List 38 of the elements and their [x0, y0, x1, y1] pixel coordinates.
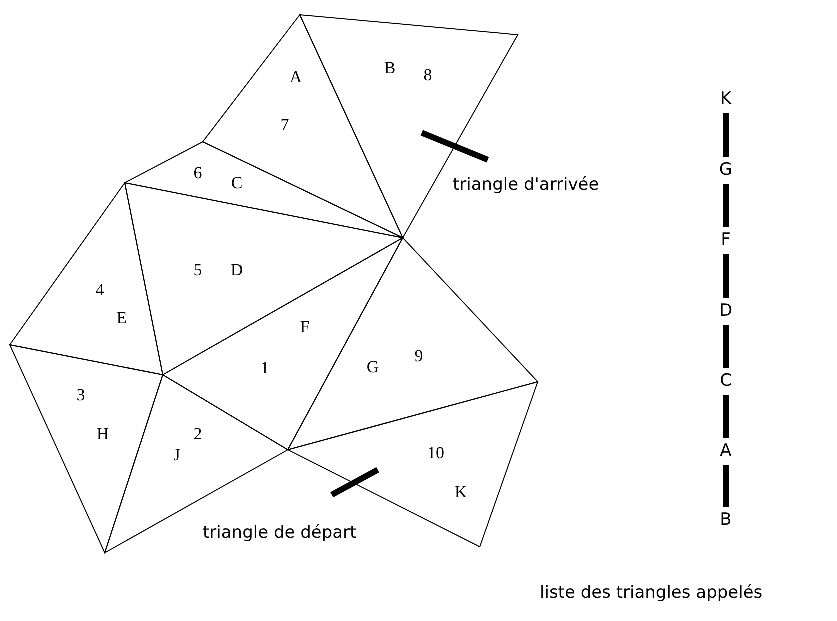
- triangle-label: H: [96, 426, 110, 442]
- triangle-label: 7: [280, 116, 290, 134]
- triangle-label: B: [384, 60, 396, 76]
- triangle-label: 3: [76, 386, 86, 404]
- triangle-label: J: [174, 446, 180, 464]
- triangle-label: 4: [96, 282, 104, 298]
- connector-bar: [723, 395, 729, 438]
- triangle-label: D: [230, 262, 244, 278]
- triangle-label: 10: [428, 444, 444, 462]
- triangle-label: A: [290, 68, 302, 86]
- connector-bar: [723, 325, 729, 368]
- triangle-label: 6: [194, 164, 202, 182]
- triangle-label: K: [454, 484, 468, 500]
- list-letter: A: [720, 441, 732, 461]
- annotation-text: triangle de départ: [203, 523, 357, 543]
- list-letter: B: [720, 510, 732, 530]
- list-letter: D: [719, 301, 733, 321]
- list-letter: F: [721, 230, 731, 250]
- leader-line: [420, 130, 490, 163]
- list-letter: K: [720, 89, 732, 109]
- connector-bar: [723, 465, 729, 507]
- triangle-label: 9: [414, 348, 424, 364]
- triangle-label: E: [116, 310, 128, 326]
- triangle-label: F: [300, 318, 310, 336]
- connector-bar: [723, 254, 729, 298]
- caption-text: liste des triangles appelés: [540, 583, 763, 603]
- triangle-label: 2: [194, 426, 202, 442]
- triangle-label: 5: [194, 262, 202, 278]
- triangle-label: 8: [424, 66, 432, 84]
- triangle-label: C: [231, 174, 243, 192]
- list-letter: C: [720, 371, 732, 391]
- annotation-text: triangle d'arrivée: [453, 175, 600, 195]
- leader-line: [330, 467, 380, 498]
- triangle-label: G: [366, 358, 380, 376]
- list-letter: G: [719, 160, 733, 180]
- connector-bar: [723, 113, 729, 157]
- connector-bar: [723, 184, 729, 227]
- triangle-label: 1: [260, 360, 270, 376]
